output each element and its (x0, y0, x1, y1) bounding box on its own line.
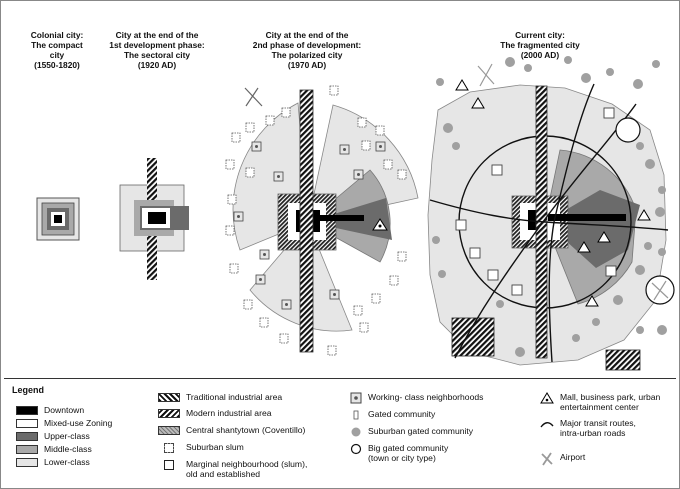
legend-item-upper-class: Upper-class (16, 431, 90, 441)
legend-item-traditional-industrial: Traditional industrial area (158, 392, 282, 402)
airport-icon (540, 452, 554, 468)
legend-divider (4, 378, 676, 379)
working-class-icon (350, 392, 362, 406)
sectoral-city-model (119, 158, 189, 280)
legend-item-working-class: Working- class neighborhoods (350, 392, 483, 406)
legend-item-modern-industrial: Modern industrial area (158, 408, 272, 418)
legend-label: Suburban slum (186, 442, 244, 452)
title-fragmented-city: Current city:The fragmented city(2000 AD… (500, 30, 580, 60)
legend-title: Legend (12, 385, 45, 395)
legend-item-lower-class: Lower-class (16, 457, 90, 467)
downtown-swatch (16, 406, 38, 415)
legend-item-airport: Airport (540, 452, 585, 468)
legend-item-mixed-use: Mixed-use Zoning (16, 418, 112, 428)
suburban-gated-icon (350, 426, 362, 440)
legend-item-gated-community: Gated community (350, 409, 435, 423)
suburban-slum-swatch (164, 443, 174, 453)
legend-item-middle-class: Middle-class (16, 444, 92, 454)
legend-label: Big gated community(town or city type) (368, 443, 449, 463)
big-gated-icon (350, 443, 362, 457)
mixed-use-swatch (16, 419, 38, 428)
legend-label: Upper-class (44, 431, 90, 441)
legend-item-central-shantytown: Central shantytown (Coventillo) (158, 425, 305, 435)
legend-label: Suburban gated community (368, 426, 474, 436)
middle-class-swatch (16, 445, 38, 454)
lower-class-swatch (16, 458, 38, 467)
legend-label: Lower-class (44, 457, 90, 467)
shantytown-swatch (158, 426, 180, 435)
legend-label: Airport (560, 452, 586, 462)
modern-industrial-swatch (158, 409, 180, 418)
legend-label: Modern industrial area (186, 408, 272, 418)
legend-label: Traditional industrial area (186, 392, 283, 402)
city-models-diagram (36, 56, 675, 371)
legend-label: Downtown (44, 405, 85, 415)
compact-city-model (36, 197, 80, 241)
legend-label: Central shantytown (Coventillo) (186, 425, 306, 435)
legend-label: Working- class neighborhoods (368, 392, 484, 402)
legend: Legend Downtown Mixed-use Zoning Upper-c… (0, 378, 680, 489)
legend-item-big-gated: Big gated community(town or city type) (350, 443, 448, 463)
legend-label: Gated community (368, 409, 436, 419)
legend-item-downtown: Downtown (16, 405, 84, 415)
legend-label: Marginal neighbourhood (slum),old and es… (186, 459, 308, 479)
legend-item-marginal-neighbourhood: Marginal neighbourhood (slum),old and es… (158, 459, 307, 479)
legend-item-suburban-gated: Suburban gated community (350, 426, 473, 440)
mall-triangle-icon (540, 392, 554, 406)
legend-label: Major transit routes,intra-urban roads (560, 418, 636, 438)
traditional-industrial-swatch (158, 393, 180, 402)
legend-label: Middle-class (44, 444, 92, 454)
polarized-city-model (225, 85, 419, 356)
gated-community-icon (350, 409, 362, 423)
transit-route-icon (540, 418, 554, 432)
upper-class-swatch (16, 432, 38, 441)
legend-label: Mixed-use Zoning (44, 418, 113, 428)
legend-item-transit-routes: Major transit routes,intra-urban roads (540, 418, 636, 438)
marginal-neighbourhood-swatch (164, 460, 174, 470)
legend-item-suburban-slum: Suburban slum (158, 442, 244, 453)
fragmented-city-model (427, 56, 675, 371)
